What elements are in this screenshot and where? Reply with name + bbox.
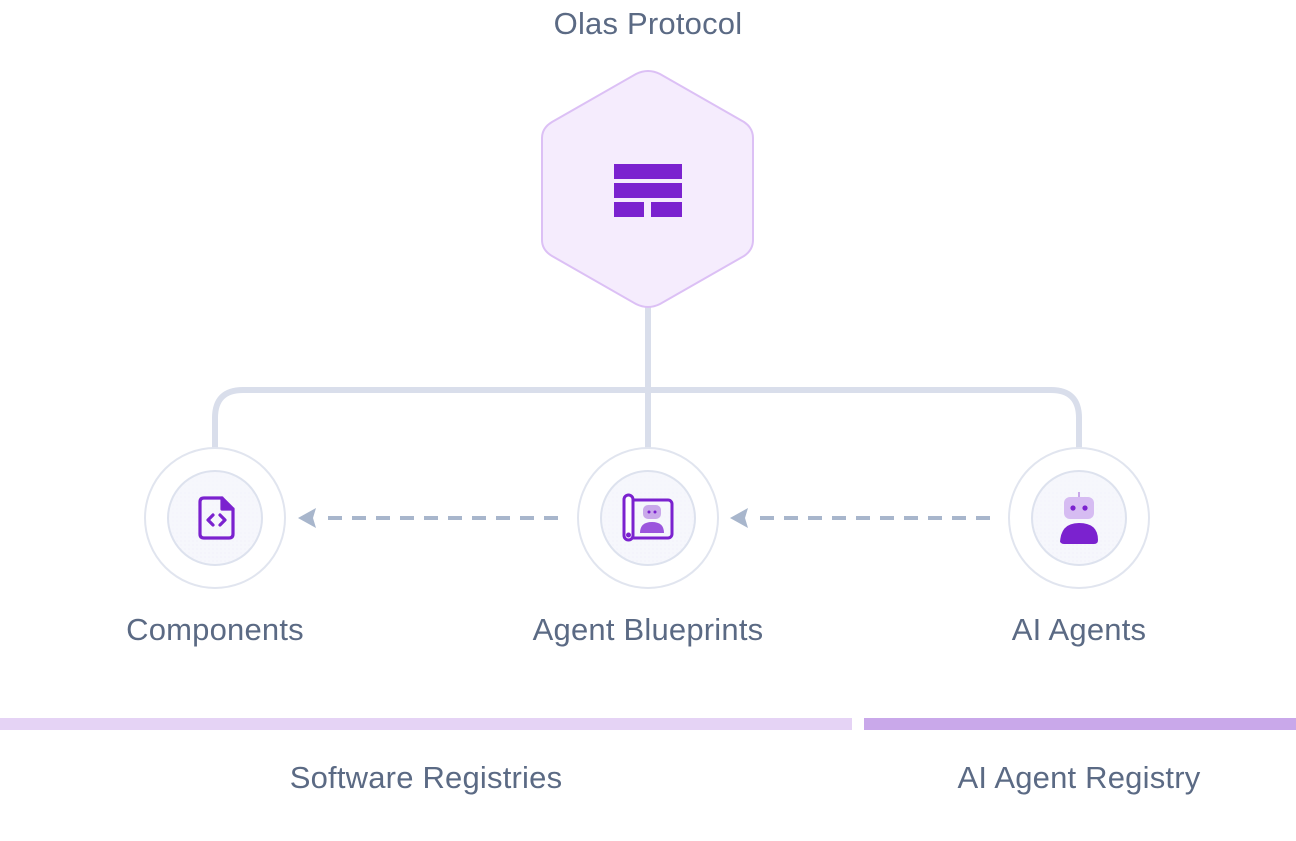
arrow-agents-to-blueprints (730, 508, 990, 528)
group-label-ai-agent-registry: AI Agent Registry (957, 760, 1201, 795)
root-label: Olas Protocol (553, 6, 743, 41)
group-bar-software-registries (0, 718, 852, 730)
arrow-blueprints-to-components (298, 508, 558, 528)
blueprint-icon (622, 493, 674, 542)
node-components[interactable] (144, 447, 286, 589)
group-bar-ai-agent-registry (864, 718, 1296, 730)
root-node[interactable] (541, 69, 754, 308)
connector-to-components (212, 387, 648, 472)
node-agent-blueprints[interactable] (577, 447, 719, 589)
group-label-software-registries: Software Registries (289, 760, 563, 795)
robot-agent-icon (1060, 492, 1098, 544)
code-file-icon (198, 496, 235, 540)
olas-logo-icon (614, 164, 682, 217)
connector-to-ai-agents (648, 387, 1082, 472)
node-label-ai-agents: AI Agents (1011, 612, 1147, 647)
node-label-agent-blueprints: Agent Blueprints (532, 612, 764, 647)
node-ai-agents[interactable] (1008, 447, 1150, 589)
node-label-components: Components (126, 612, 304, 647)
connector-lines (212, 305, 1082, 472)
